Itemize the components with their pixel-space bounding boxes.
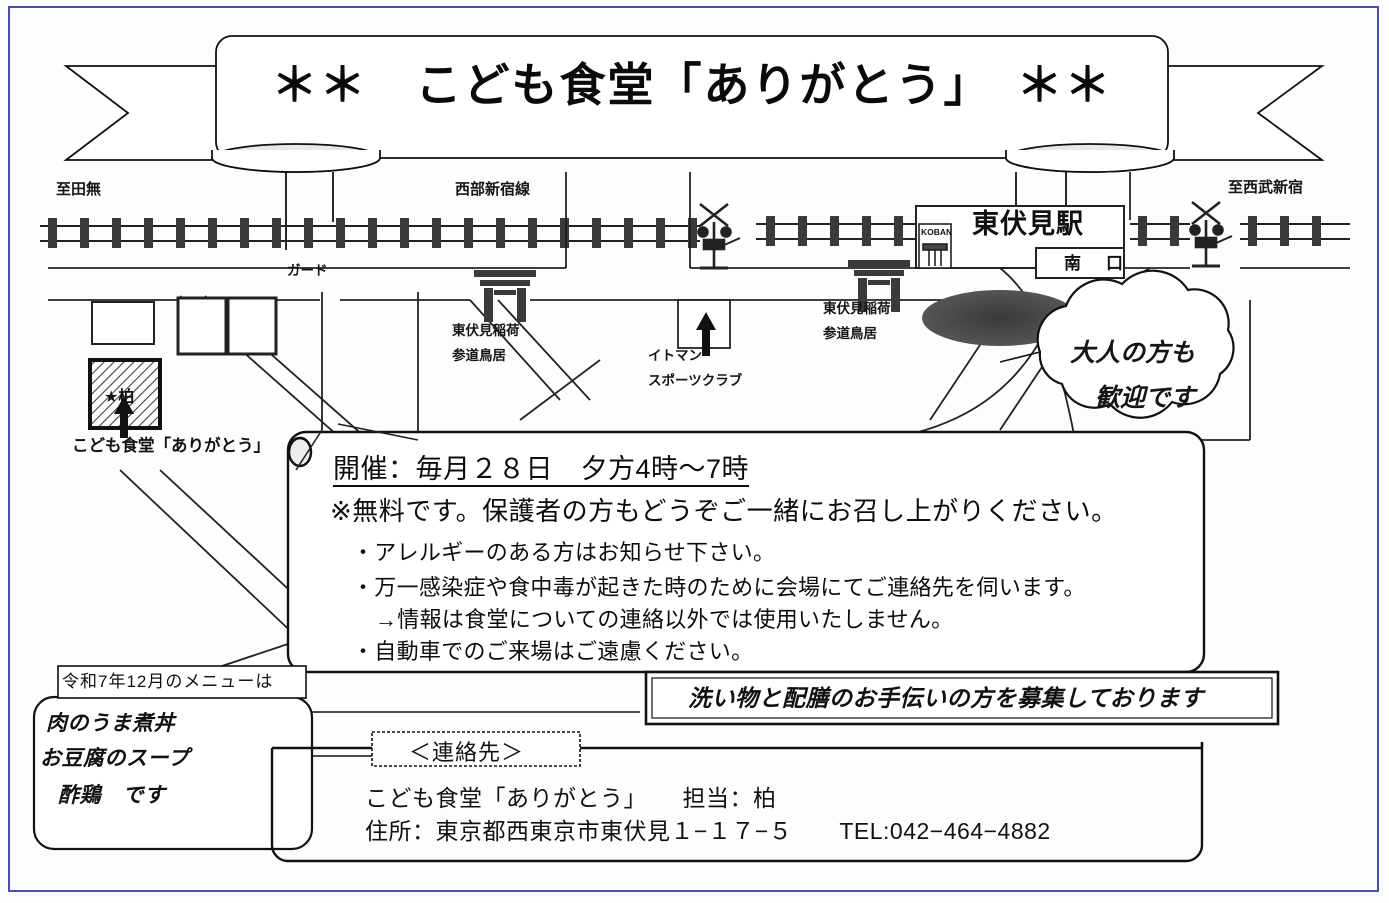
- map-label-itoman-line1: イトマン: [648, 348, 702, 363]
- torii-gate-b: [848, 260, 910, 312]
- map-label-torii-a-line1: 東伏見稲荷: [452, 323, 520, 338]
- itoman-arrow: [696, 312, 716, 356]
- map-label-koban: KOBAN: [921, 227, 953, 237]
- menu-callout: [32, 665, 640, 851]
- event-free-note: ※無料です。保護者の方もどうぞご一緒にお召し上がりください。: [330, 496, 1118, 526]
- contact-heading-box: [371, 731, 581, 767]
- info-bullet-allergy: ・アレルギーのある方はお知らせ下さい。: [352, 540, 776, 565]
- contact-box: [270, 742, 1204, 863]
- torii-gate-a: [474, 270, 536, 322]
- map-label-to-tanashi: 至田無: [56, 181, 102, 198]
- menu-item: お豆腐のスープ: [40, 747, 190, 770]
- map-label-venue: こども食堂「ありがとう」: [72, 437, 270, 455]
- railway-sleepers: [48, 216, 1321, 248]
- map-label-venue-marker: ★柏: [104, 389, 135, 406]
- map-label-seibu-shinjuku-line: 西部新宿線: [455, 181, 531, 198]
- map-label-itoman-line2: スポーツクラブ: [648, 373, 743, 388]
- event-schedule-headline: 開催：毎月２８日 夕方4時〜7時: [333, 456, 750, 487]
- cloud-callout-line1: 大人の方も: [1070, 339, 1196, 367]
- info-bullet-privacy: →情報は食堂についての連絡以外では使用いたしません。: [375, 607, 954, 632]
- contact-heading: ＜連絡先＞: [409, 740, 525, 765]
- venue-arrow: [114, 396, 134, 438]
- map-label-south-exit: 南 口: [1064, 254, 1127, 273]
- info-box: [286, 430, 1206, 674]
- koban-icon: [918, 223, 952, 269]
- map-label-station-name: 東伏見駅: [972, 209, 1084, 239]
- info-bullet-no-car: ・自動車でのご来場はご遠慮ください。: [352, 639, 754, 664]
- contact-address-phone: 住所：東京都西東京市東伏見１−１７−５ TEL:042−464−4882: [365, 818, 1051, 844]
- buildings: [91, 296, 278, 356]
- menu-heading: 令和7年12月のメニューは: [62, 672, 274, 691]
- banner-title: ＊＊ こども食堂「ありがとう」 ＊＊: [271, 59, 1113, 111]
- contact-organization: こども食堂「ありがとう」 担当：柏: [365, 785, 777, 811]
- info-leaders: [295, 423, 419, 471]
- crossing-signal-left: [697, 202, 741, 270]
- map-label-torii-b-line2: 参道鳥居: [823, 326, 877, 341]
- volunteer-recruitment-text: 洗い物と配膳のお手伝いの方を募集しております: [688, 685, 1204, 711]
- map-label-guard: ガード: [287, 263, 328, 278]
- menu-item: 酢鶏 です: [58, 784, 166, 807]
- crossing-signal-right: [1189, 200, 1233, 268]
- cloud-callout-line2: 歓迎です: [1095, 384, 1196, 412]
- map-label-to-seibu-shinjuku: 至西武新宿: [1228, 179, 1304, 196]
- menu-item: 肉のうま煮丼: [46, 712, 175, 735]
- banner-ribbon: [63, 35, 1325, 250]
- map-label-torii-b-line1: 東伏見稲荷: [823, 301, 891, 316]
- map-label-torii-a-line2: 参道鳥居: [452, 348, 506, 363]
- volunteer-box: [644, 670, 1280, 726]
- info-bullet-contact-collection: ・万一感染症や食中毒が起きた時のために会場にてご連絡先を伺います。: [352, 575, 1086, 600]
